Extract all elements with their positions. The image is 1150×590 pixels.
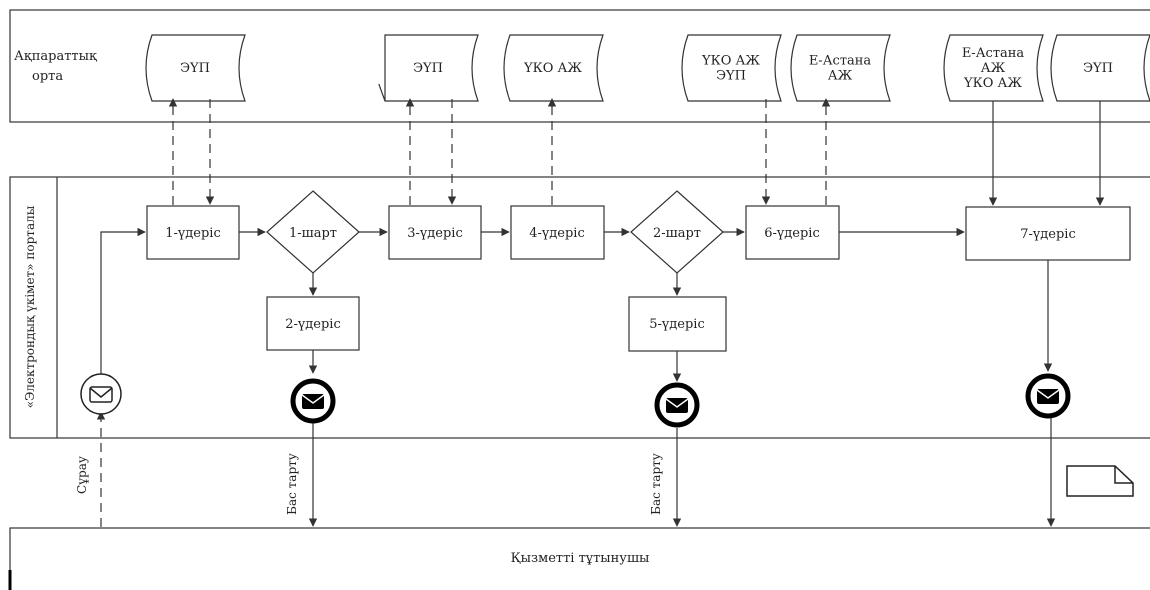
data-store-label-line: ҮКО АЖ xyxy=(523,61,582,76)
data-store-label-line: ЭҮП xyxy=(716,69,746,84)
data-store-label-line: ҮКО АЖ xyxy=(701,54,760,69)
data-store-eup-3: ЭҮП xyxy=(1050,34,1150,102)
data-store-label-line: ЭҮП xyxy=(180,61,210,76)
process-2-box xyxy=(266,296,360,351)
data-store-label-line: АЖ xyxy=(828,69,853,84)
data-store-label-line: ЭҮП xyxy=(413,61,443,76)
process-6-box xyxy=(745,205,840,260)
process-5-label: 5-үдеріс xyxy=(649,317,704,332)
data-store-eup-2: ЭҮП xyxy=(378,34,479,102)
data-store-eup-3-label: ЭҮП xyxy=(1083,61,1113,76)
portal-lane xyxy=(9,176,1150,439)
data-store-label-line: ҮКО АЖ xyxy=(963,76,1022,91)
data-store-eup-1: ЭҮП xyxy=(145,34,246,102)
envelope-icon xyxy=(666,398,688,413)
process-2-label: 2-үдеріс xyxy=(285,317,340,332)
data-store-eup-2-label: ЭҮП xyxy=(413,61,443,76)
envelope-icon xyxy=(1037,389,1059,404)
data-store-uko-label: ҮКО АЖ xyxy=(523,61,582,76)
consumer-lane-label: Қызметті тұтынушы xyxy=(511,551,650,566)
info-lane-label-line2: орта xyxy=(32,69,63,84)
document-icon xyxy=(1066,465,1134,497)
process-3-label: 3-үдеріс xyxy=(407,226,462,241)
flow-start-to-process-1 xyxy=(100,227,146,381)
process-7-label: 7-үдеріс xyxy=(1020,227,1075,242)
start-message-event xyxy=(80,373,122,415)
refusal-2-label: Бас тарту xyxy=(649,453,663,515)
condition-1-label: 1-шарт xyxy=(289,226,337,241)
process-4-label: 4-үдеріс xyxy=(529,226,584,241)
data-store-label-line: ЭҮП xyxy=(1083,61,1113,76)
data-store-label-line: Е-Астана xyxy=(809,54,872,69)
data-store-label-line: АЖ xyxy=(981,61,1006,76)
process-6-label: 6-үдеріс xyxy=(764,226,819,241)
process-3-box xyxy=(388,205,482,260)
info-lane xyxy=(9,9,1150,123)
end-message-event-2 xyxy=(654,382,700,428)
process-7-box xyxy=(965,206,1131,261)
consumer-lane xyxy=(9,527,1150,590)
process-1-box xyxy=(146,205,240,260)
end-message-event-1 xyxy=(290,378,336,424)
condition-2-label: 2-шарт xyxy=(653,226,701,241)
refusal-1-label: Бас тарту xyxy=(285,453,299,515)
request-label: Сұрау xyxy=(75,456,89,494)
data-store-label-line: Е-Астана xyxy=(962,46,1025,61)
envelope-icon xyxy=(89,386,113,403)
info-lane-label-line1: Ақпараттық xyxy=(14,49,98,64)
portal-lane-label: «Электрондық үкімет» порталы xyxy=(23,205,37,408)
data-store-uko: ҮКО АЖ xyxy=(503,34,604,102)
end-message-event-3 xyxy=(1025,373,1071,419)
process-1-label: 1-үдеріс xyxy=(165,226,220,241)
data-store-eup-1-label: ЭҮП xyxy=(180,61,210,76)
process-4-box xyxy=(510,205,605,260)
envelope-icon xyxy=(302,394,324,409)
